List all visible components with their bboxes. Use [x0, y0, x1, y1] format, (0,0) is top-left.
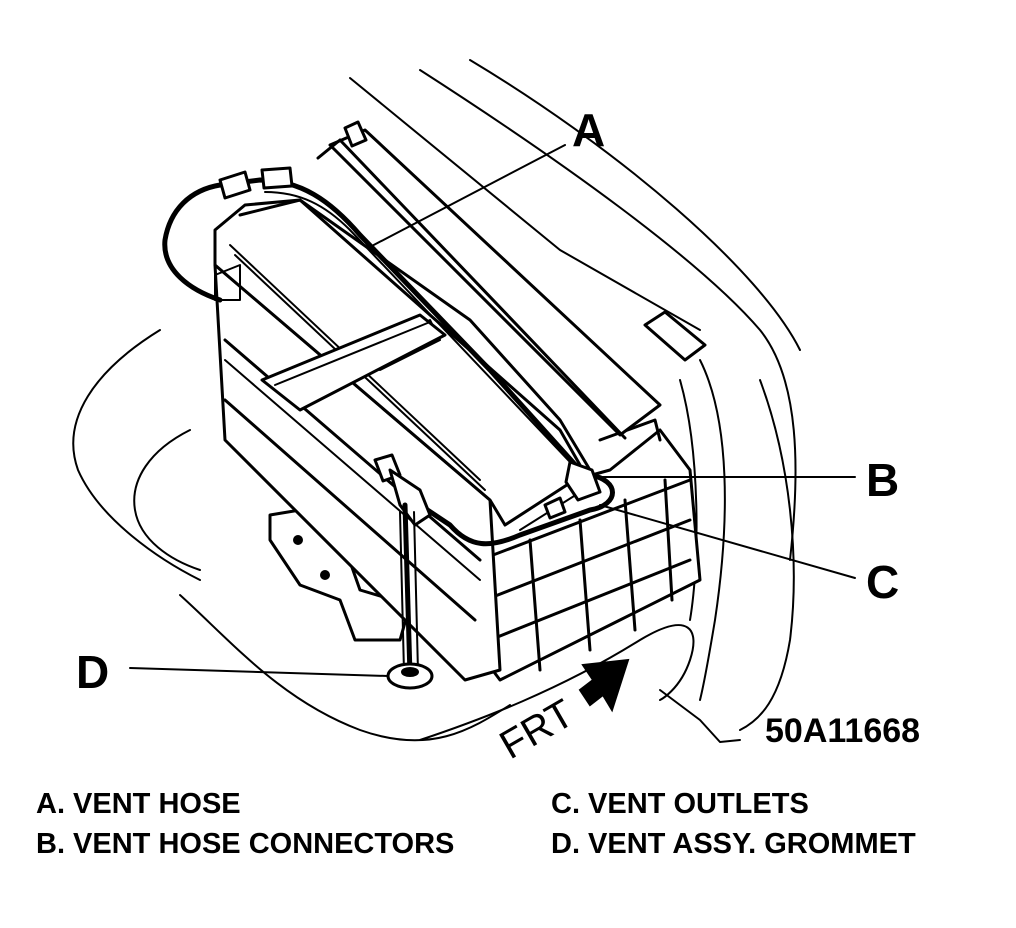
legend-right-column: C. VENT OUTLETS D. VENT ASSY. GROMMET: [551, 784, 916, 864]
front-direction-arrow: FRT: [493, 658, 630, 768]
front-label: FRT: [493, 691, 582, 768]
vent-outlets: [543, 496, 567, 520]
callout-c: C: [866, 556, 899, 608]
legend-item-d: D. VENT ASSY. GROMMET: [551, 828, 916, 860]
leader-line-c: [599, 504, 856, 579]
vehicle-body-contours: [72, 59, 801, 743]
callout-a: A: [572, 104, 605, 156]
leader-lines: [129, 144, 856, 677]
callout-b: B: [866, 454, 899, 506]
vent-assembly-tube: [386, 468, 434, 690]
vent-hose-connectors: [373, 453, 602, 502]
legend-item-b: B. VENT HOSE CONNECTORS: [36, 828, 455, 860]
leader-line-a: [367, 144, 566, 249]
callout-d: D: [76, 646, 109, 698]
legend-item-c: C. VENT OUTLETS: [551, 788, 809, 820]
hold-down-strap: [260, 313, 447, 412]
figure-number: 50A11668: [765, 712, 920, 750]
vent-hose: [162, 166, 615, 547]
legend-left-column: A. VENT HOSE B. VENT HOSE CONNECTORS: [36, 784, 454, 864]
leader-line-d: [129, 667, 389, 677]
legend-item-a: A. VENT HOSE: [36, 788, 241, 820]
